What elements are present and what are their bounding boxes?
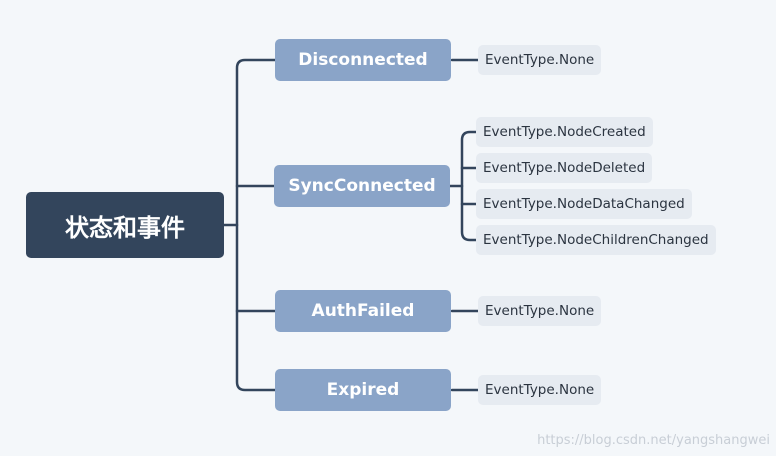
state-expired: Expired (275, 369, 451, 411)
state-disconnected: Disconnected (275, 39, 451, 81)
connector-trunk (235, 58, 277, 392)
root-node: 状态和事件 (26, 192, 224, 258)
event-leaf: EventType.NodeDataChanged (476, 189, 692, 219)
event-leaf: EventType.NodeCreated (476, 117, 653, 147)
state-authfailed: AuthFailed (275, 290, 451, 332)
watermark: https://blog.csdn.net/yangshangwei (537, 433, 770, 448)
event-leaf: EventType.NodeChildrenChanged (476, 225, 716, 255)
state-label: SyncConnected (288, 176, 436, 196)
event-leaf: EventType.None (478, 375, 602, 405)
state-label: Expired (326, 380, 400, 400)
connector-sync-branch (460, 130, 478, 242)
state-label: AuthFailed (311, 301, 415, 321)
state-syncconnected: SyncConnected (274, 165, 450, 207)
root-label: 状态和事件 (65, 213, 185, 242)
event-leaf: EventType.NodeDeleted (476, 153, 653, 183)
state-label: Disconnected (298, 50, 428, 70)
event-leaf: EventType.None (478, 45, 602, 75)
event-leaf: EventType.None (478, 296, 602, 326)
